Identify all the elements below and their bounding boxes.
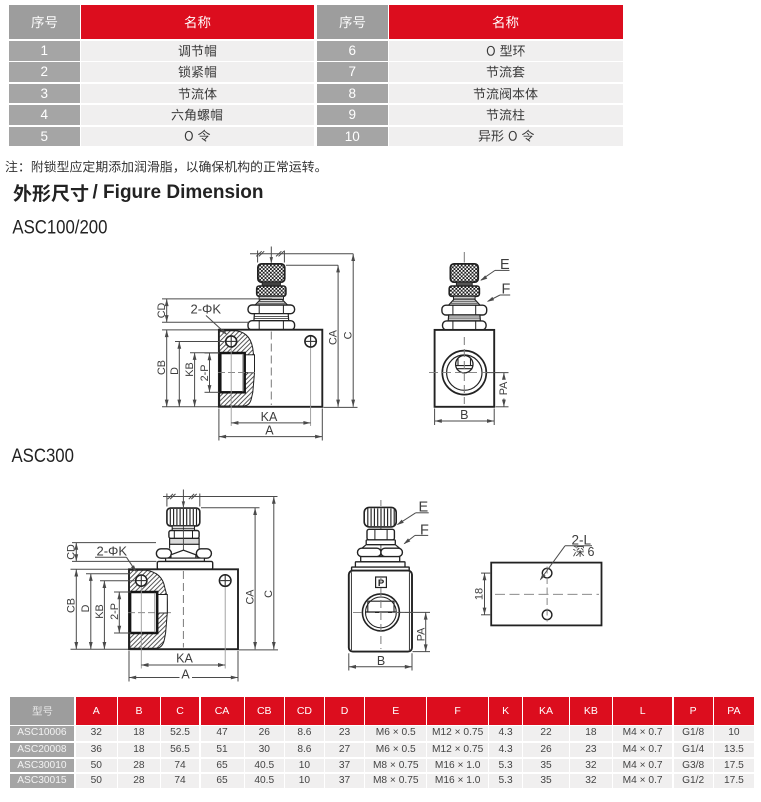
svg-text:D: D — [80, 604, 92, 612]
svg-text:KA: KA — [176, 652, 193, 666]
svg-text:2-P: 2-P — [109, 603, 121, 620]
svg-text:CD: CD — [156, 303, 168, 319]
svg-text:KB: KB — [94, 604, 106, 618]
svg-text:2-ΦK: 2-ΦK — [97, 544, 128, 559]
svg-text:CB: CB — [156, 360, 168, 375]
svg-text:F: F — [502, 282, 511, 298]
svg-text:2-L: 2-L — [572, 533, 592, 548]
svg-text:C: C — [342, 331, 354, 339]
svg-text:A: A — [265, 424, 274, 438]
svg-text:D: D — [169, 367, 181, 375]
svg-text:CD: CD — [66, 544, 78, 560]
svg-text:B: B — [377, 654, 385, 668]
svg-text:PA: PA — [415, 627, 427, 641]
svg-text:CB: CB — [66, 598, 78, 613]
svg-text:2-P: 2-P — [199, 365, 211, 382]
svg-text:E: E — [500, 257, 510, 273]
svg-text:2-ΦK: 2-ΦK — [191, 302, 222, 317]
svg-text:ASC300: ASC300 — [12, 445, 74, 466]
svg-text:6: 6 — [588, 545, 595, 559]
svg-text:C: C — [263, 590, 275, 598]
svg-text:A: A — [181, 667, 190, 681]
svg-text:B: B — [460, 408, 468, 422]
svg-text:KA: KA — [261, 410, 278, 424]
svg-text:ASC100/200: ASC100/200 — [12, 216, 107, 237]
svg-text:CA: CA — [327, 329, 339, 345]
svg-text:KB: KB — [184, 362, 196, 376]
svg-text:F: F — [420, 523, 429, 539]
svg-text:18: 18 — [474, 588, 486, 600]
svg-text:PA: PA — [498, 381, 510, 395]
svg-text:E: E — [419, 500, 429, 516]
svg-text:CA: CA — [245, 589, 257, 605]
